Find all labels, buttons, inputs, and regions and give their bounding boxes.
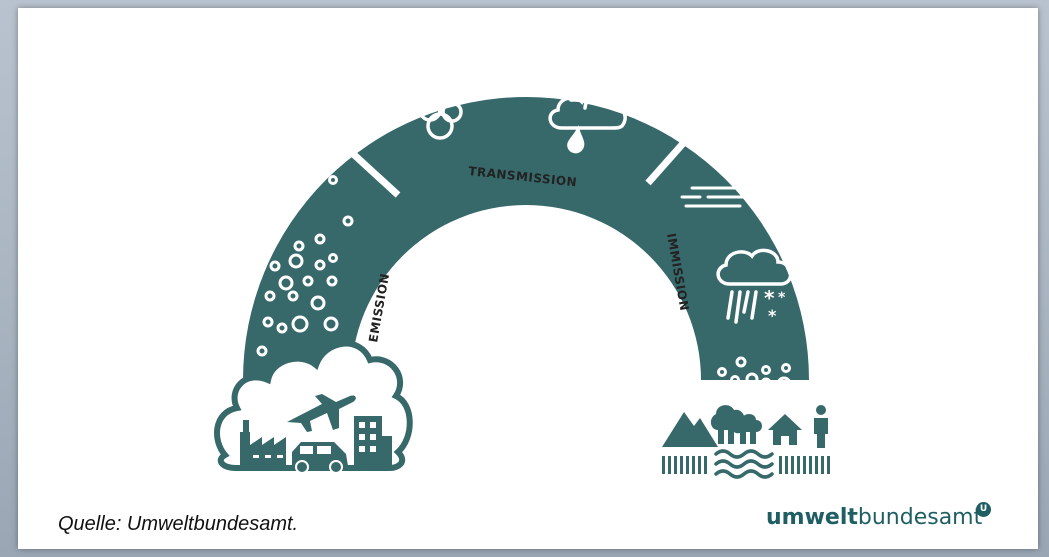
rain-snow-cloud-icon: * * *: [716, 248, 793, 325]
source-caption: Quelle: Umweltbundesamt.: [58, 513, 299, 535]
sun-cloud-rain-icon: [548, 68, 629, 154]
field-left-icon: [662, 456, 707, 474]
pollution-sources-icon: [214, 340, 413, 474]
receptors-icon: [662, 405, 830, 474]
svg-text:*: *: [764, 286, 775, 310]
logo-word-bundesamt: bundesamt: [857, 505, 983, 530]
chemical-reaction-icon: [418, 74, 491, 140]
logo-mark-icon: U: [976, 502, 991, 517]
svg-text:*: *: [778, 290, 786, 306]
logo-word-umwelt: umwelt: [766, 505, 858, 530]
emission-particles-icon: [256, 175, 354, 357]
deposition-particles-icon: [717, 356, 792, 392]
segment-divider-left: [322, 125, 401, 198]
svg-text:*: *: [768, 306, 777, 325]
arch-band: [243, 97, 809, 380]
segment-divider-right: [645, 110, 713, 186]
water-waves-icon: [714, 449, 774, 479]
wind-icon: [680, 186, 762, 208]
field-right-icon: [779, 456, 830, 474]
umweltbundesamt-logo: umweltbundesamt U: [766, 502, 991, 530]
